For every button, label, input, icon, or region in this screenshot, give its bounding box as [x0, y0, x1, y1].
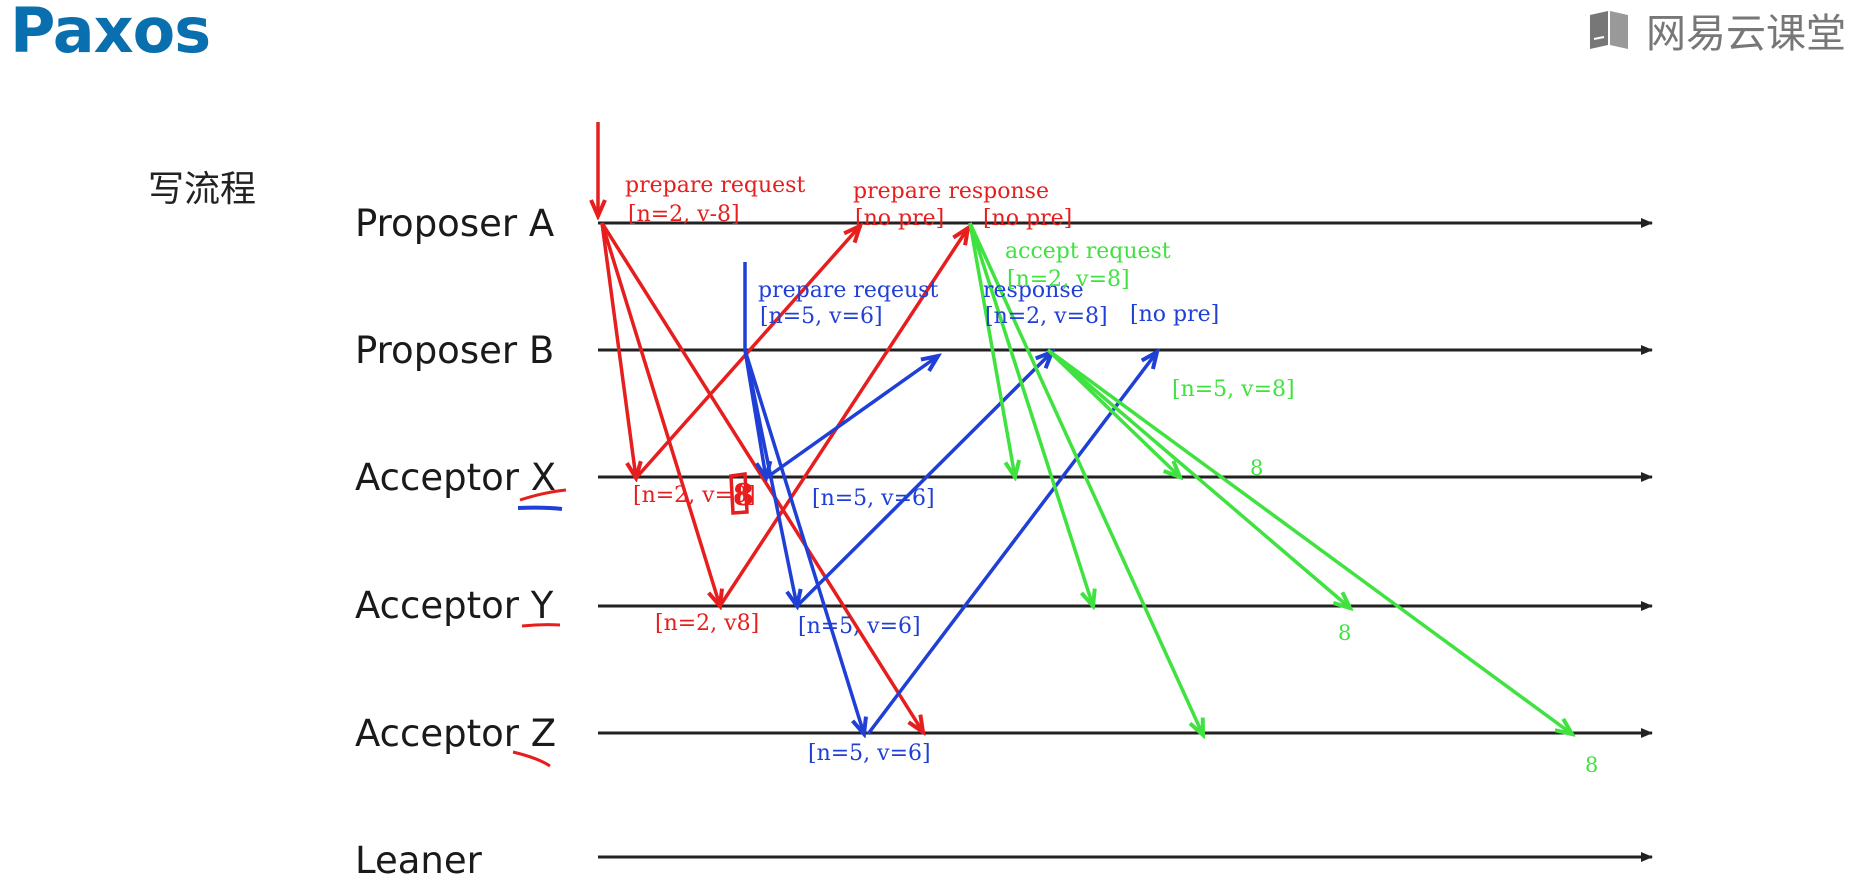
page-title: Paxos: [10, 0, 211, 67]
label-acceptor-x-blue-value: [n=5, v=6]: [812, 486, 935, 511]
role-label-proposer-a: Proposer A: [355, 202, 554, 245]
prepare-response-x-to-b: [764, 356, 938, 480]
label-acceptor-x-green-value: 8: [1250, 456, 1263, 480]
accept-messages: [968, 222, 1572, 735]
label-acceptor-z-blue-value: [n=5, v=6]: [808, 741, 931, 766]
handwritten-value-x: 8: [733, 478, 754, 513]
underline-y-red: [521, 623, 561, 628]
prepare-response-y-to-a: [718, 228, 968, 607]
label-acceptor-x-red-value: [n=2, v=8]: [633, 483, 756, 508]
label-acceptor-y-green-value: 8: [1338, 621, 1351, 645]
label-acceptor-y-red-value: [n=2, v8]: [655, 611, 759, 636]
prepare-response-y-to-b: [795, 352, 1052, 608]
prepare-response-x-to-a: [634, 226, 860, 480]
label-accept-request: accept request: [1005, 239, 1171, 264]
label-no-pre-b: [no pre]: [1130, 302, 1219, 327]
accept-request-b-to-x: [1046, 348, 1180, 477]
label-prepare-request-b-value: [n=5, v=6]: [760, 304, 883, 329]
underline-x-blue: [517, 505, 563, 511]
label-response-b: response: [983, 278, 1084, 303]
label-response-b-value: [n=2, v=8]: [985, 304, 1108, 329]
underline-x-red: [519, 488, 567, 502]
prepare-request-a-to-x: [600, 222, 636, 478]
role-label-acceptor-x: Acceptor X: [355, 456, 556, 499]
prepare-response-z-to-b: [866, 352, 1157, 736]
role-label-acceptor-z: Acceptor Z: [355, 712, 556, 755]
label-prepare-request-a: prepare request: [625, 173, 805, 198]
accept-request-b-to-y: [1046, 348, 1350, 608]
section-label: 写流程: [148, 169, 257, 210]
label-prepare-request-a-value: [n=2, v-8]: [628, 202, 740, 227]
role-label-proposer-b: Proposer B: [355, 329, 554, 372]
accept-request-a-to-x: [968, 222, 1015, 477]
brand-logo: 网易云课堂: [1586, 4, 1846, 57]
role-label-acceptor-y: Acceptor Y: [355, 584, 554, 627]
brand-name: 网易云课堂: [1646, 11, 1846, 57]
book-logo-icon: [1590, 11, 1628, 49]
label-accept-request-value: [n=2, v=8]: [1007, 267, 1130, 292]
accept-request-a-to-y: [968, 222, 1093, 606]
underline-z-red: [512, 750, 551, 768]
label-no-pre-2: [no pre]: [983, 206, 1072, 231]
prepare-request-b-to-z: [743, 349, 864, 734]
prepare-request-b-to-y: [743, 349, 797, 606]
label-proposer-b-green-value: [n=5, v=8]: [1172, 377, 1295, 402]
label-prepare-response-a: prepare response: [853, 179, 1049, 204]
label-acceptor-z-green-value: 8: [1585, 753, 1598, 777]
prepare-request-a-to-y: [600, 222, 720, 606]
proposer-b-messages: [743, 262, 1157, 736]
role-label-leaner: Leaner: [355, 839, 483, 882]
label-acceptor-y-blue-value: [n=5, v=6]: [798, 614, 921, 639]
accept-request-b-to-z: [1046, 348, 1572, 734]
label-no-pre-1: [no pre]: [855, 206, 944, 231]
accept-request-a-to-z: [968, 222, 1203, 735]
handwritten-box-x: [729, 471, 749, 515]
label-prepare-request-b: prepare reqeust: [758, 278, 938, 303]
